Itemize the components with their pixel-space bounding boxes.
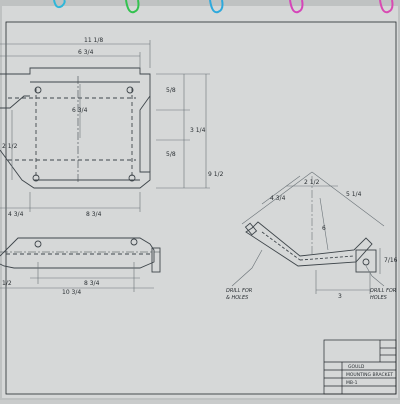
side-inner-1	[261, 231, 301, 261]
side-dimension-labels: 4 3/4 5 1/4 2 1/2 7/16 6 3	[270, 179, 398, 300]
leader-1	[231, 249, 263, 287]
dim-top-b: 6 3/4	[78, 49, 94, 56]
drill-note-1: DRILL FOR	[226, 288, 252, 294]
title-block	[323, 339, 397, 395]
front-hole-1	[34, 240, 42, 248]
dim-inner: 6 3/4	[72, 107, 88, 114]
side-left-tab	[244, 222, 258, 236]
front-flange	[151, 247, 161, 273]
front-dimensions	[0, 262, 154, 292]
plan-left-chamfer	[0, 95, 30, 109]
title-number: MB-1	[346, 380, 358, 386]
dim-iso-e: 6	[322, 225, 326, 232]
drill-note-1b: & HOLES	[226, 295, 249, 301]
dim-right-c: 5/8	[166, 151, 176, 158]
dim-line-iso-inner	[261, 175, 301, 205]
dim-bottom-b: 8 3/4	[86, 211, 102, 218]
front-dimension-labels: 10 3/4 8 3/4 1/2	[2, 280, 100, 296]
side-dimensions	[241, 171, 385, 294]
plan-hole-3	[32, 174, 40, 182]
paper	[2, 6, 398, 398]
dim-front-a: 10 3/4	[62, 289, 81, 296]
title-block-text: GOULD MOUNTING BRACKET MB-1	[346, 364, 393, 386]
dim-right-a: 5/8	[166, 87, 176, 94]
dim-line-iso-left	[241, 171, 313, 225]
plan-hole-4	[128, 174, 136, 182]
plan-hole-1	[34, 86, 42, 94]
front-outline	[0, 237, 155, 269]
plan-outline	[0, 67, 151, 189]
dim-right-d: 9 1/2	[208, 171, 224, 178]
clip-5	[379, 0, 394, 14]
front-view	[0, 237, 161, 273]
dim-top-a: 11 1/8	[84, 37, 103, 44]
plan-hole-2	[126, 86, 134, 94]
side-view	[244, 221, 377, 273]
dim-iso-c: 2 1/2	[304, 179, 320, 186]
clip-4	[289, 0, 304, 14]
clip-2	[125, 0, 140, 14]
dim-line-iso-right	[311, 171, 385, 227]
binder-clips	[53, 0, 394, 14]
dim-iso-d: 7/16	[384, 257, 398, 264]
side-block	[355, 249, 377, 273]
title-drawing: MOUNTING BRACKET	[346, 372, 393, 378]
leader-2	[365, 265, 385, 287]
side-hole	[362, 258, 370, 266]
front-hole-2	[130, 238, 138, 246]
drill-note-2b: HOLES	[370, 295, 388, 301]
title-block-frame	[323, 339, 397, 395]
leader-lines	[231, 249, 385, 287]
dim-front-b: 8 3/4	[84, 280, 100, 287]
notes: DRILL FOR & HOLES DRILL FOR HOLES	[226, 288, 396, 301]
title-company: GOULD	[348, 364, 365, 370]
dim-iso-f: 3	[338, 293, 342, 300]
dim-bottom-a: 4 3/4	[8, 211, 24, 218]
dim-right-b: 3 1/4	[190, 127, 206, 134]
side-v-outline	[245, 221, 373, 267]
clip-3	[209, 0, 224, 14]
clip-1	[53, 0, 66, 9]
dim-iso-b: 5 1/4	[346, 191, 362, 198]
dim-left-a: 2 1/2	[2, 143, 18, 150]
plan-dimension-labels: 11 1/8 6 3/4 5/8 3 1/4 5/8 9 1/2 4 3/4 8…	[2, 37, 224, 218]
dim-line-iso-vert	[319, 197, 329, 251]
side-inner-2	[299, 255, 355, 261]
dim-iso-a: 4 3/4	[270, 195, 286, 202]
plan-dimensions	[0, 40, 210, 212]
drill-note-2: DRILL FOR	[370, 288, 396, 294]
plan-view	[0, 67, 151, 189]
dim-front-c: 1/2	[2, 280, 12, 287]
